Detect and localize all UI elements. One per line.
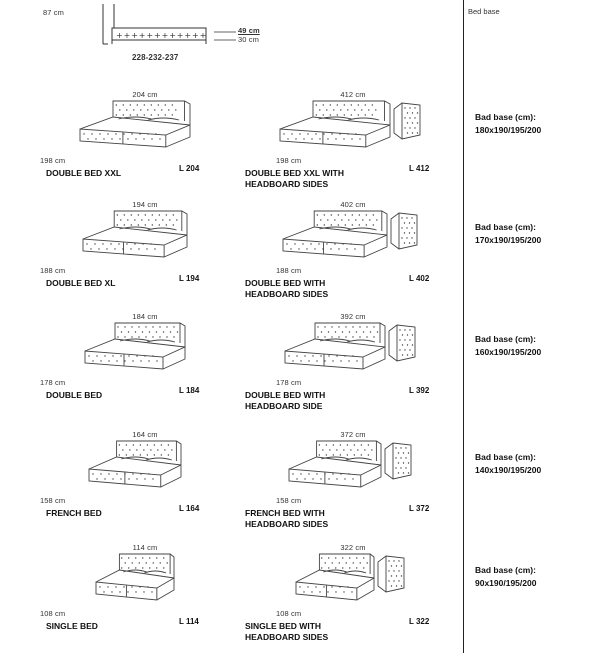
svg-text:+: +	[200, 31, 207, 40]
bed-width-label: 194 cm	[132, 200, 158, 209]
svg-text:+: +	[177, 31, 184, 40]
bed-name: DOUBLE BED XL	[46, 278, 115, 289]
bed-with-sides-code: L 412	[409, 164, 430, 173]
profile-drawing: ++++++++++++	[102, 4, 236, 45]
bed-with-sides-name-line: HEADBOARD SIDES	[245, 631, 329, 642]
headboard-height-label: 49 cm	[238, 26, 260, 35]
bed-name-line: FRENCH BED	[46, 508, 102, 518]
bed-drawing	[79, 100, 191, 148]
bed-name: DOUBLE BED	[46, 390, 102, 401]
bed-base-label: Bad base (cm):	[475, 222, 536, 232]
svg-text:+: +	[131, 31, 138, 40]
bed-code: L 194	[179, 274, 200, 283]
bed-drawing	[84, 322, 186, 370]
bed-depth-label: 198 cm	[40, 156, 66, 165]
bed-base-info: Bad base (cm): 170x190/195/200	[475, 221, 541, 247]
bed-width-label: 164 cm	[132, 430, 158, 439]
bed-base-info: Bad base (cm): 160x190/195/200	[475, 333, 541, 359]
bed-base-sizes: 140x190/195/200	[475, 465, 542, 475]
svg-text:+: +	[192, 31, 199, 40]
bed-with-sides-drawing	[279, 100, 421, 148]
bed-name: FRENCH BED	[46, 508, 102, 519]
svg-text:+: +	[162, 31, 169, 40]
bed-base-info: Bad base (cm): 90x190/195/200	[475, 564, 536, 590]
bed-with-sides-code: L 402	[409, 274, 430, 283]
bed-name: SINGLE BED	[46, 621, 98, 632]
bed-with-sides-name-line: HEADBOARD SIDE	[245, 400, 323, 411]
bed-with-sides-drawing	[284, 322, 416, 370]
bed-name-line: DOUBLE BED XL	[46, 278, 116, 288]
bed-code: L 114	[179, 617, 199, 626]
bed-with-sides-name-line: DOUBLE BED WITH	[245, 390, 326, 400]
bed-code: L 184	[179, 386, 200, 395]
bed-with-sides-code: L 322	[409, 617, 430, 626]
bed-with-sides-name: DOUBLE BED WITH HEADBOARD SIDE	[245, 390, 325, 411]
bed-base-label: Bad base (cm):	[475, 452, 536, 462]
bed-with-sides-code: L 372	[409, 504, 430, 513]
svg-text:+: +	[146, 31, 153, 40]
bed-with-sides-name: FRENCH BED WITH HEADBOARD SIDES	[245, 508, 328, 529]
bed-depth-label: 188 cm	[40, 266, 66, 275]
height-label: 87 cm	[43, 8, 64, 17]
bed-with-sides-depth-label: 178 cm	[276, 378, 302, 387]
bed-with-sides-name-line: HEADBOARD SIDES	[245, 288, 329, 299]
bed-base-info: Bad base (cm): 180x190/195/200	[475, 111, 541, 137]
bed-with-sides-width-label: 402 cm	[340, 200, 366, 209]
bed-base-heading: Bed base	[468, 7, 500, 16]
bed-with-sides-width-label: 392 cm	[340, 312, 366, 321]
bed-with-sides-name-line: FRENCH BED WITH	[245, 508, 325, 518]
bed-base-info: Bad base (cm): 140x190/195/200	[475, 451, 541, 477]
bed-with-sides-name: SINGLE BED WITH HEADBOARD SIDES	[245, 621, 328, 642]
bed-base-label: Bad base (cm):	[475, 334, 536, 344]
bed-with-sides-drawing	[282, 210, 418, 258]
bed-with-sides-name-line: HEADBOARD SIDES	[245, 518, 329, 529]
bed-base-label: Bad base (cm):	[475, 112, 536, 122]
bed-depth-label: 108 cm	[40, 609, 66, 618]
bed-base-sizes: 90x190/195/200	[475, 578, 537, 588]
bed-with-sides-name: DOUBLE BED XXL WITH HEADBOARD SIDES	[245, 168, 344, 189]
bed-name: DOUBLE BED XXL	[46, 168, 121, 179]
bed-code: L 204	[179, 164, 200, 173]
bed-with-sides-name-line: HEADBOARD SIDES	[245, 178, 329, 189]
bed-code: L 164	[179, 504, 200, 513]
bed-drawing	[82, 210, 188, 258]
bed-drawing	[88, 440, 182, 488]
bed-name-line: DOUBLE BED	[46, 390, 103, 400]
bed-with-sides-depth-label: 188 cm	[276, 266, 302, 275]
bed-name-line: SINGLE BED	[46, 621, 98, 631]
svg-text:+: +	[139, 31, 146, 40]
bed-with-sides-name-line: SINGLE BED WITH	[245, 621, 322, 631]
bed-with-sides-name: DOUBLE BED WITH HEADBOARD SIDES	[245, 278, 328, 299]
bed-with-sides-width-label: 322 cm	[340, 543, 366, 552]
bed-with-sides-drawing	[288, 440, 412, 488]
bed-with-sides-depth-label: 108 cm	[276, 609, 302, 618]
bed-drawing	[95, 553, 175, 601]
bed-with-sides-drawing	[295, 553, 405, 601]
bed-base-sizes: 170x190/195/200	[475, 235, 542, 245]
svg-text:+: +	[154, 31, 161, 40]
base-height-label: 30 cm	[238, 35, 259, 44]
bed-width-label: 114 cm	[132, 543, 158, 552]
bed-with-sides-name-line: DOUBLE BED WITH	[245, 278, 326, 288]
bed-with-sides-depth-label: 158 cm	[276, 496, 302, 505]
svg-text:+: +	[116, 31, 123, 40]
bed-width-label: 184 cm	[132, 312, 158, 321]
bed-base-label: Bad base (cm):	[475, 565, 536, 575]
bed-with-sides-width-label: 372 cm	[340, 430, 366, 439]
bed-with-sides-depth-label: 198 cm	[276, 156, 302, 165]
lengths-label: 228-232-237	[132, 53, 179, 62]
bed-with-sides-width-label: 412 cm	[340, 90, 366, 99]
bed-name-line: DOUBLE BED XXL	[46, 168, 122, 178]
bed-with-sides-name-line: DOUBLE BED XXL WITH	[245, 168, 345, 178]
bed-depth-label: 158 cm	[40, 496, 66, 505]
bed-base-sizes: 180x190/195/200	[475, 125, 542, 135]
bed-base-sizes: 160x190/195/200	[475, 347, 542, 357]
bed-with-sides-code: L 392	[409, 386, 430, 395]
bed-width-label: 204 cm	[132, 90, 158, 99]
column-divider	[463, 0, 464, 653]
svg-text:+: +	[124, 31, 131, 40]
svg-text:+: +	[184, 31, 191, 40]
bed-depth-label: 178 cm	[40, 378, 66, 387]
svg-text:+: +	[169, 31, 176, 40]
